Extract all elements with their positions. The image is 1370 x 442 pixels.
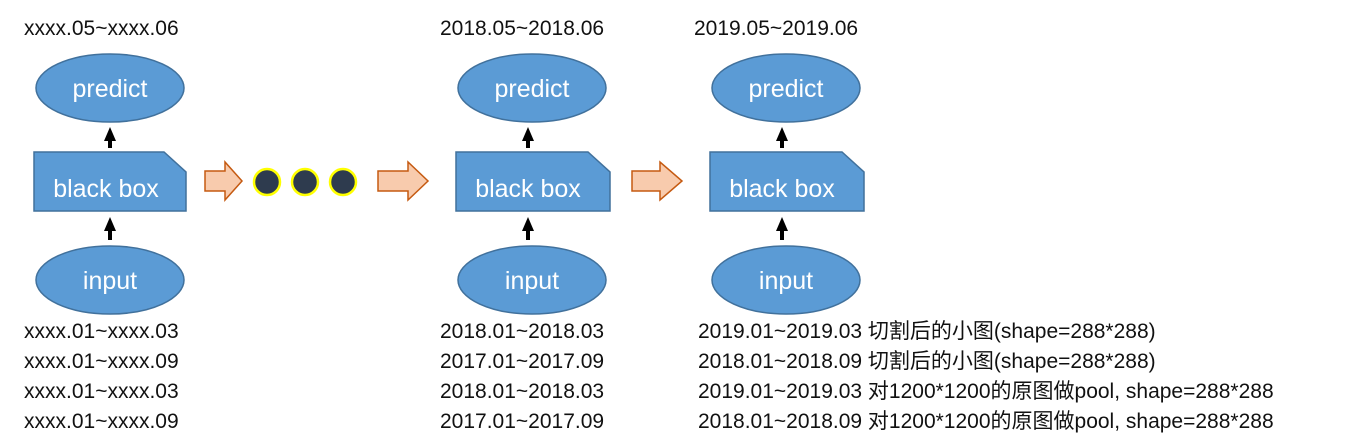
stage-3-predict-period: 2019.05~2019.06 [694, 17, 859, 40]
predict-label: predict [72, 75, 147, 103]
black-box-shape [709, 151, 865, 212]
stage-2-input-line: 2018.01~2018.03 [440, 380, 605, 403]
right-arrow-icon [631, 160, 684, 202]
up-arrow-icon [104, 217, 116, 240]
black-box-label: black box [475, 175, 581, 203]
stage-1-input-line: xxxx.01~xxxx.03 [24, 320, 179, 343]
stage-1-input-line: xxxx.01~xxxx.09 [24, 410, 179, 433]
input-label: input [759, 267, 813, 295]
stage-3-input-line: 2018.01~2018.09 对1200*1200的原图做pool, shap… [698, 410, 1274, 433]
predict-label: predict [748, 75, 823, 103]
ellipsis-dot [290, 167, 320, 197]
stage-1-predict-period: xxxx.05~xxxx.06 [24, 17, 179, 40]
predict-ellipse [711, 53, 861, 123]
up-arrow-icon [776, 127, 788, 148]
up-arrow-icon [776, 217, 788, 240]
stage-3-input-line: 2019.01~2019.03 切割后的小图(shape=288*288) [698, 320, 1156, 343]
input-label: input [505, 267, 559, 295]
black-box-label: black box [729, 175, 835, 203]
ellipsis-dot [252, 167, 282, 197]
predict-ellipse [35, 53, 185, 123]
black-box-label: black box [53, 175, 159, 203]
right-arrow-icon [204, 160, 244, 202]
stage-3: predict black box input [709, 53, 865, 315]
input-ellipse [457, 245, 607, 315]
ellipsis-dots [252, 167, 358, 197]
stage-2-predict-period: 2018.05~2018.06 [440, 17, 605, 40]
input-ellipse [711, 245, 861, 315]
stage-1: predict black box input [33, 53, 187, 315]
up-arrow-icon [522, 127, 534, 148]
stage-1-input-line: xxxx.01~xxxx.09 [24, 350, 179, 373]
up-arrow-icon [104, 127, 116, 148]
right-arrow-icon [377, 160, 430, 202]
predict-label: predict [494, 75, 569, 103]
stage-1-input-line: xxxx.01~xxxx.03 [24, 380, 179, 403]
stage-3-input-line: 2019.01~2019.03 对1200*1200的原图做pool, shap… [698, 380, 1274, 403]
input-ellipse [35, 245, 185, 315]
black-box-shape [455, 151, 611, 212]
stage-2-input-line: 2017.01~2017.09 [440, 410, 605, 433]
stage-2-input-line: 2018.01~2018.03 [440, 320, 605, 343]
stage-2-input-line: 2017.01~2017.09 [440, 350, 605, 373]
stage-3-input-line: 2018.01~2018.09 切割后的小图(shape=288*288) [698, 350, 1156, 373]
input-label: input [83, 267, 137, 295]
up-arrow-icon [522, 217, 534, 240]
ellipsis-dot [328, 167, 358, 197]
black-box-shape [33, 151, 187, 212]
predict-ellipse [457, 53, 607, 123]
stage-2: predict black box input [455, 53, 611, 315]
